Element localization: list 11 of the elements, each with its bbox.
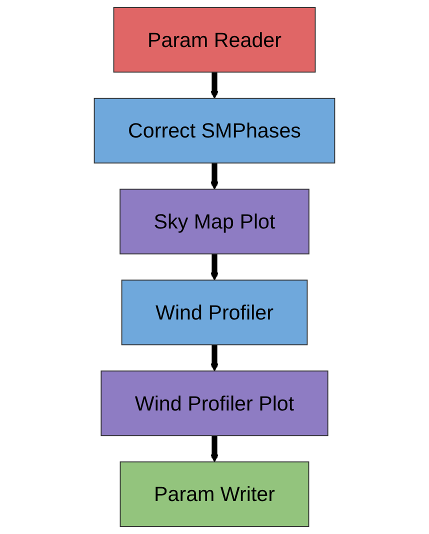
arrow (210, 162, 219, 190)
node-box (120, 461, 310, 527)
arrow (210, 344, 219, 372)
arrow (210, 253, 219, 280)
node-box (121, 280, 308, 346)
node-box (100, 370, 328, 436)
arrow (210, 72, 219, 99)
node-box (120, 188, 310, 254)
node-box (113, 7, 316, 73)
node-box (94, 98, 336, 164)
arrow (210, 435, 219, 462)
